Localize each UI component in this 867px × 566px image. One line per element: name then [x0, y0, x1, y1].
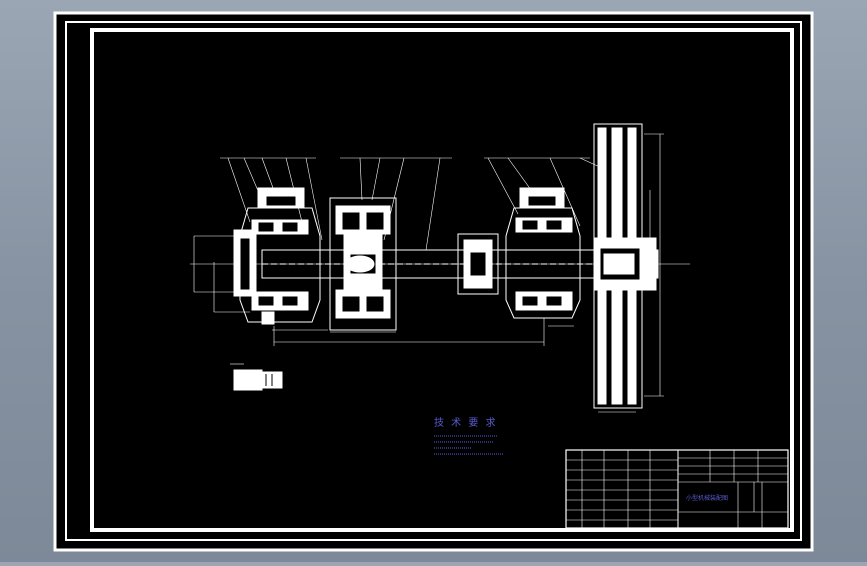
- sheet-border: [65, 21, 802, 541]
- right-bearing-housing: [505, 187, 581, 319]
- technical-notes: 技 术 要 求: [434, 416, 504, 455]
- part-leader-lines: [220, 157, 603, 251]
- notes-title: 技 术 要 求: [434, 416, 498, 429]
- assembly-drawing: [190, 123, 690, 413]
- shaft-coupling: [457, 233, 499, 295]
- dimension-lines: [193, 133, 664, 413]
- detail-part-view: [230, 363, 283, 391]
- title-block-drawing-name: 小型机械装配图: [686, 494, 728, 502]
- sheet-outer-frame: [53, 11, 814, 552]
- pulley-wheel: [593, 123, 659, 409]
- drawing-frame: [90, 28, 794, 532]
- title-block: [565, 449, 789, 529]
- left-bearing-housing: [233, 187, 321, 325]
- center-gear-box: [329, 197, 397, 331]
